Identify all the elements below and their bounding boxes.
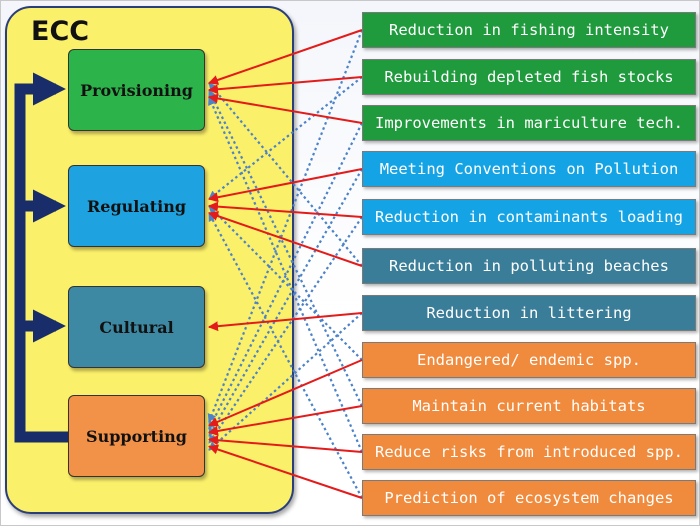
- direct-link-4-to-1: [208, 201, 363, 218]
- service-provisioning: Provisioning: [68, 49, 205, 131]
- direct-link-6-to-2: [208, 312, 363, 332]
- action-pollution-conventions: Meeting Conventions on Pollution: [362, 151, 696, 187]
- direct-link-8-to-3: [208, 405, 363, 436]
- direct-link-9-to-3: [208, 435, 363, 453]
- indirect-link-5-to-0: [208, 82, 363, 267]
- flow-connector: [14, 72, 68, 443]
- action-introduced-spp: Reduce risks from introduced spp.: [362, 434, 696, 470]
- direct-link-7-to-3: [208, 359, 363, 427]
- action-rebuilding-stocks: Rebuilding depleted fish stocks: [362, 59, 696, 95]
- indirect-link-9-to-0: [207, 96, 364, 453]
- flow-trunk: [14, 72, 68, 443]
- direct-link-2-to-0: [208, 93, 363, 124]
- service-regulating: Regulating: [68, 165, 205, 247]
- indirect-link-2-to-3: [208, 122, 363, 430]
- action-contaminants-loading: Reduction in contaminants loading: [362, 199, 696, 235]
- indirect-link-7-to-1: [208, 205, 363, 361]
- indirect-link-10-to-1: [208, 212, 363, 499]
- direct-link-10-to-3: [208, 444, 363, 499]
- indirect-link-4-to-3: [208, 216, 363, 444]
- action-mariculture-tech: Improvements in mariculture tech.: [362, 105, 696, 141]
- indirect-link-3-to-3: [208, 168, 363, 437]
- service-cultural: Cultural: [68, 286, 205, 368]
- direct-links: [208, 29, 363, 499]
- direct-link-0-to-0: [208, 29, 363, 85]
- indirect-link-0-to-3: [207, 29, 364, 423]
- indirect-link-8-to-0: [208, 89, 363, 407]
- direct-link-3-to-1: [208, 168, 363, 203]
- action-fishing-intensity: Reduction in fishing intensity: [362, 12, 696, 48]
- direct-link-5-to-1: [208, 211, 363, 267]
- ecc-title: ECC: [31, 16, 90, 47]
- service-supporting: Supporting: [68, 395, 205, 477]
- action-polluting-beaches: Reduction in polluting beaches: [362, 248, 696, 284]
- action-ecosystem-prediction: Prediction of ecosystem changes: [362, 480, 696, 516]
- action-endangered-spp: Endangered/ endemic spp.: [362, 342, 696, 378]
- action-littering: Reduction in littering: [362, 295, 696, 331]
- direct-link-1-to-0: [208, 76, 363, 95]
- action-current-habitats: Maintain current habitats: [362, 388, 696, 424]
